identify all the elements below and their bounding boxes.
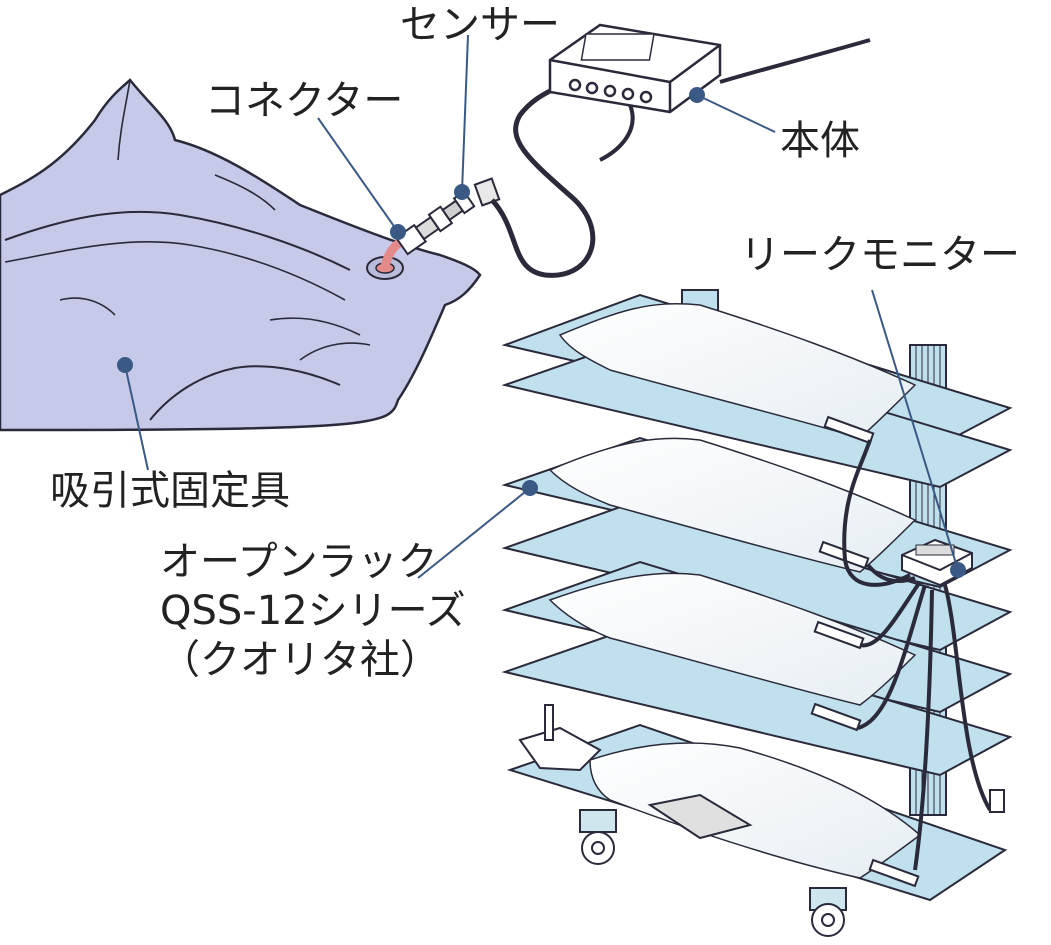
- open-rack-label: オープンラック QSS-12シリーズ （クオリタ社）: [160, 538, 466, 684]
- sensor-label: センサー: [400, 2, 560, 48]
- connector-fitting: [394, 177, 501, 256]
- monitor-tubes: [842, 439, 992, 871]
- vacuum-cushion: [0, 78, 482, 432]
- leader-lines: [124, 34, 959, 579]
- open-rack: [501, 289, 1013, 937]
- main-unit-label: 本体: [780, 118, 860, 164]
- sensor-cable: [490, 83, 596, 278]
- open-rack-label-line1: オープンラック: [160, 539, 438, 585]
- open-rack-label-line2: QSS-12シリーズ: [160, 587, 466, 634]
- power-outlet: [989, 789, 1005, 813]
- vacuum-fixture-label: 吸引式固定具: [50, 468, 290, 514]
- open-rack-label-line3: （クオリタ社）: [160, 636, 440, 683]
- leak-monitor-label: リークモニター: [740, 232, 1020, 278]
- marker-dots: [117, 87, 966, 578]
- connector-label: コネクター: [205, 78, 404, 124]
- main-unit: [548, 23, 722, 114]
